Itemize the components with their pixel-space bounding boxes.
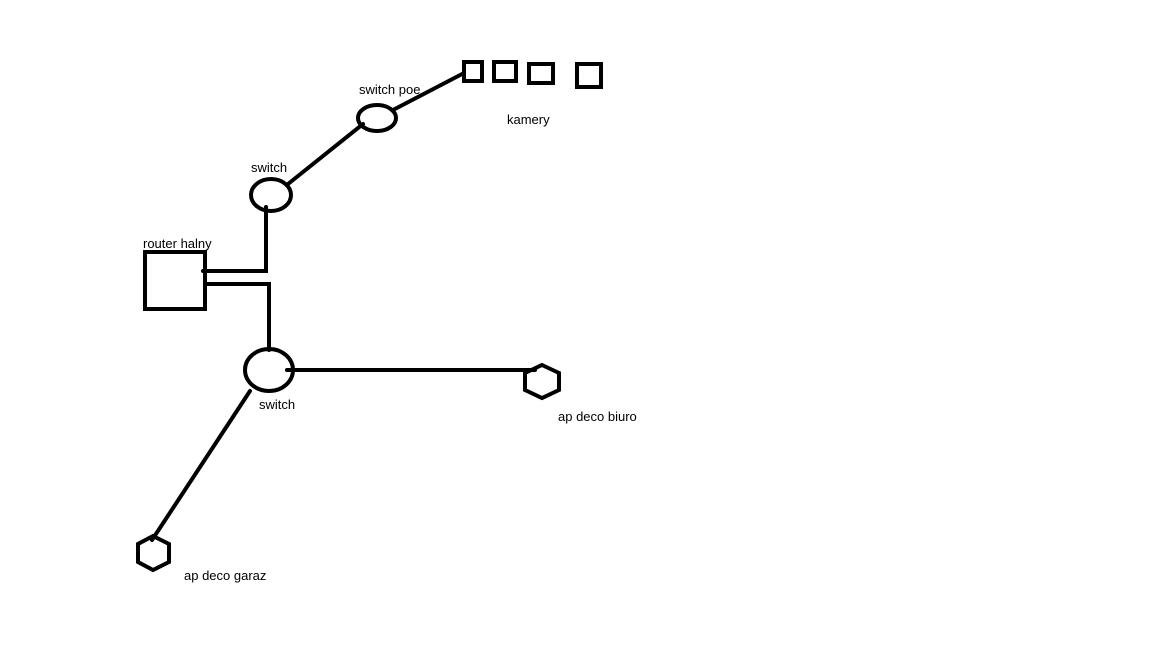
camera-node: [492, 60, 518, 83]
switch-lower-label: switch: [259, 397, 295, 412]
ap-garaz-label: ap deco garaz: [184, 568, 266, 583]
switch-poe-label: switch poe: [359, 82, 420, 97]
edge-switch-poe-cameras: [391, 71, 466, 112]
router-node: [143, 250, 207, 311]
ap-garaz-node: [136, 533, 171, 573]
switch-lower-node: [243, 347, 295, 393]
ap-biuro-label: ap deco biuro: [558, 409, 637, 424]
cameras-label: kamery: [507, 112, 550, 127]
edge-router-switch-upper: [201, 205, 268, 273]
switch-upper-node: [249, 177, 293, 213]
edges: [150, 71, 537, 542]
camera-node: [575, 62, 603, 89]
edge-switch-lower-ap-garaz: [150, 389, 252, 542]
switch-poe-node: [356, 103, 398, 133]
camera-node: [462, 60, 484, 83]
edge-router-switch-lower: [204, 282, 271, 352]
edge-switch-upper-switch-poe: [286, 122, 365, 186]
ap-biuro-node: [523, 362, 561, 401]
switch-upper-label: switch: [251, 160, 287, 175]
router-label: router halny: [143, 236, 212, 251]
camera-node: [527, 62, 555, 85]
cameras-group: [462, 60, 603, 89]
